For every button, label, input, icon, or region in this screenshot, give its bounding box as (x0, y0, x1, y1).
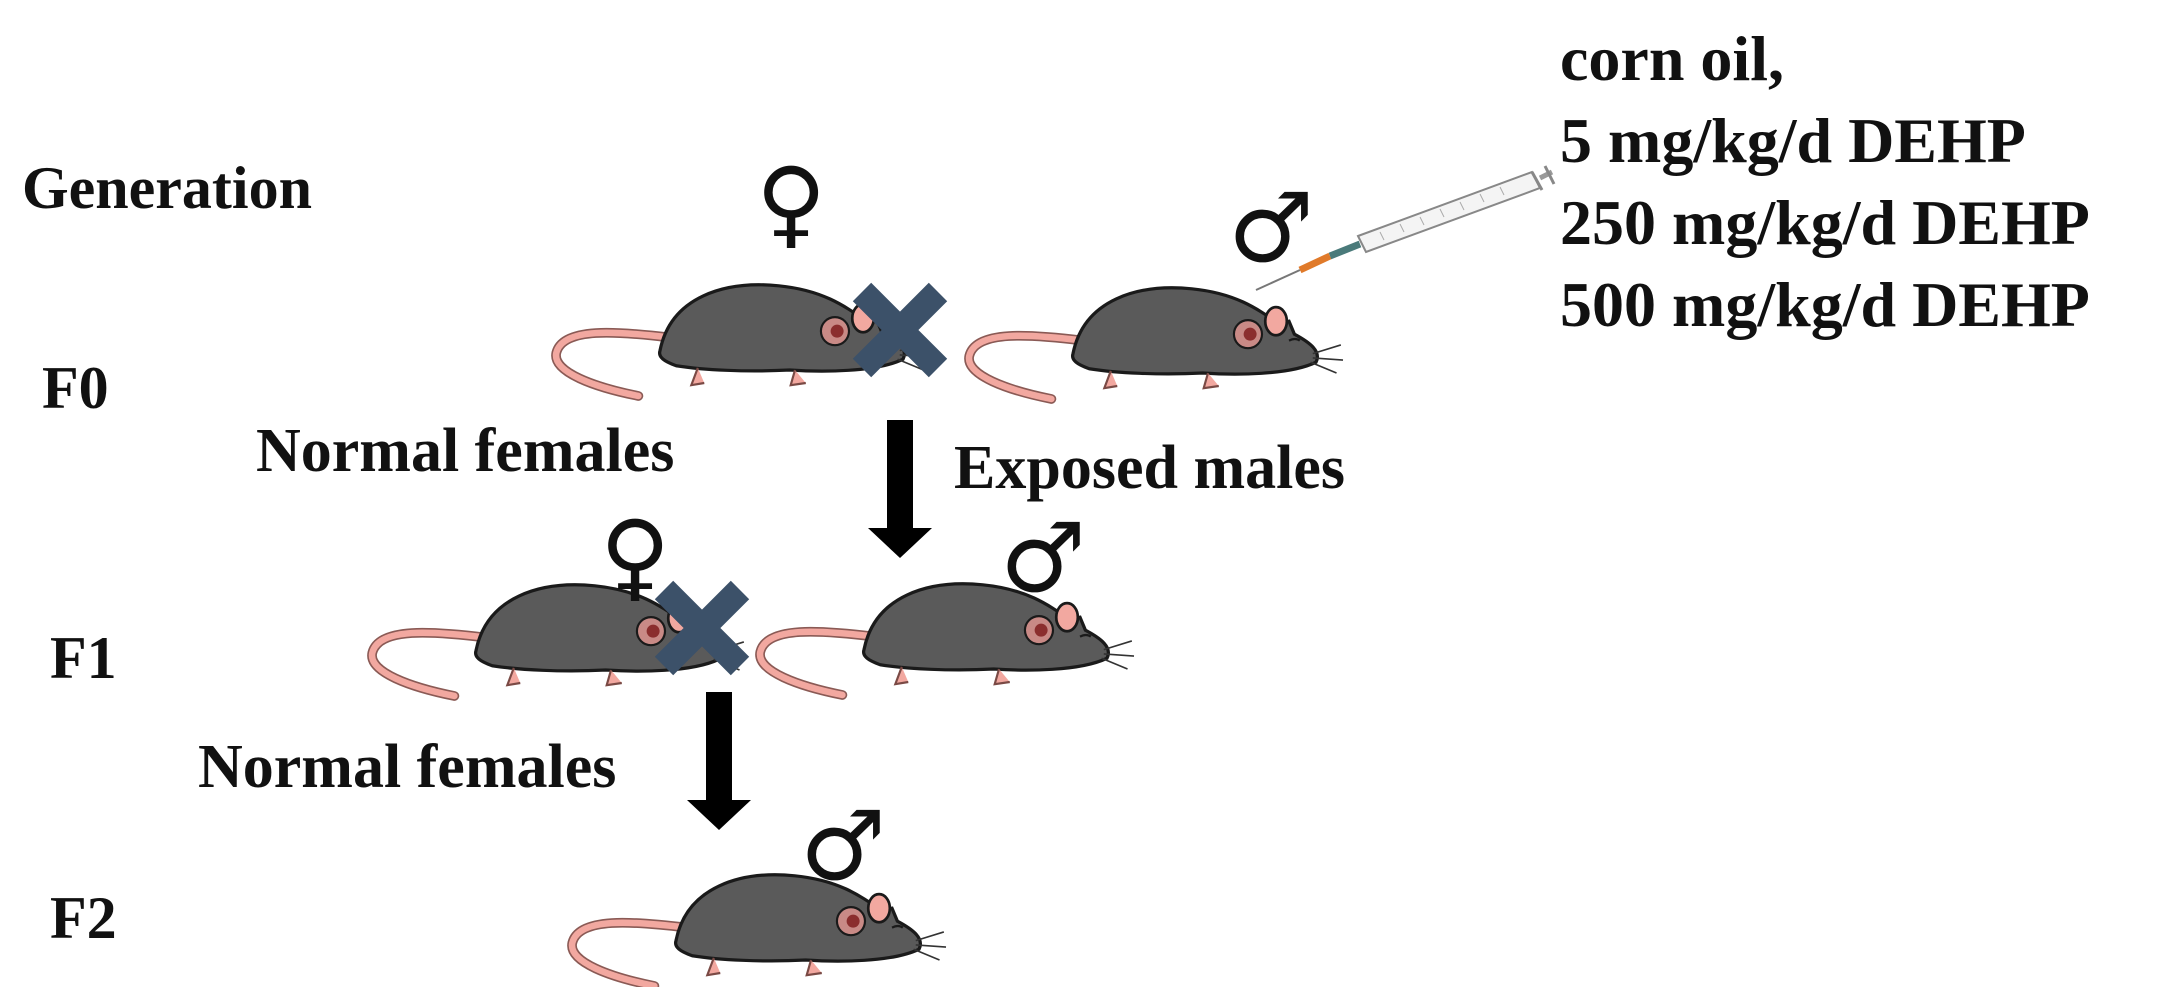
male-symbol-icon-f2: ♂ (800, 790, 887, 902)
mouse-f2-male (572, 875, 946, 986)
dose-list: corn oil, 5 mg/kg/d DEHP 250 mg/kg/d DEH… (1560, 18, 2090, 346)
male-symbol-icon-f0: ♂ (1228, 172, 1315, 284)
arrow-f1-to-f2 (687, 692, 751, 830)
exposed-males-label: Exposed males (954, 434, 1345, 502)
dose-item: 500 mg/kg/d DEHP (1560, 269, 2090, 340)
arrow-f0-to-f1 (868, 420, 932, 558)
dose-item: corn oil, (1560, 23, 1784, 94)
female-symbol-icon-f0: ♀ (756, 147, 827, 259)
female-symbol-icon-f1: ♀ (600, 500, 671, 612)
normal-females-label-bottom: Normal females (198, 733, 617, 801)
generation-header: Generation (22, 155, 312, 221)
normal-females-label-top: Normal females (256, 417, 675, 485)
generation-f0: F0 (42, 355, 109, 421)
mouse-f0-male (969, 288, 1343, 399)
dose-item: 5 mg/kg/d DEHP (1560, 105, 2026, 176)
generation-f2: F2 (50, 885, 117, 951)
dose-item: 250 mg/kg/d DEHP (1560, 187, 2090, 258)
syringe-icon (1255, 165, 1556, 291)
generation-f1: F1 (50, 625, 117, 691)
male-symbol-icon-f1: ♂ (1000, 502, 1087, 614)
